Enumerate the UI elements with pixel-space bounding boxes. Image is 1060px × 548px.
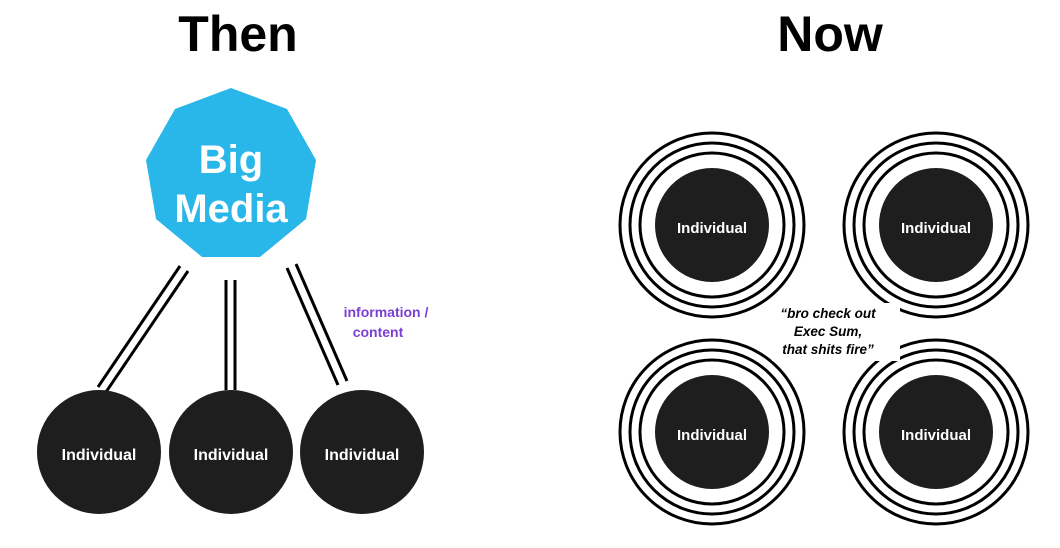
inner-ring: [862, 358, 1010, 506]
now-individual-4: Individual: [842, 338, 1030, 526]
then-title: Then: [178, 6, 298, 62]
edge-label-line1: information /: [344, 304, 429, 320]
big-media-line1: Big: [199, 138, 263, 182]
individual-label: Individual: [677, 427, 747, 444]
individual-label: Individual: [901, 220, 971, 237]
now-individual-1: Individual: [618, 131, 806, 319]
individual-circle: [879, 375, 993, 489]
inner-ring: [862, 151, 1010, 299]
outer-ring: [618, 131, 806, 319]
individual-label: Individual: [325, 447, 400, 464]
middle-ring: [852, 141, 1020, 309]
outer-ring: [842, 131, 1030, 319]
then-individual-1: Individual: [37, 390, 161, 514]
individual-circle: [655, 375, 769, 489]
middle-ring: [852, 348, 1020, 516]
word-of-mouth-quote: “bro check out Exec Sum, that shits fire…: [772, 303, 900, 361]
inner-ring: [638, 151, 786, 299]
big-media-line2: Media: [174, 187, 288, 231]
quote-line1: “bro check out: [780, 306, 876, 321]
individual-label: Individual: [677, 220, 747, 237]
now-individual-3: Individual: [618, 338, 806, 526]
individual-circle: [879, 168, 993, 282]
middle-ring: [628, 141, 796, 309]
connector-right: [285, 263, 349, 386]
then-individual-2: Individual: [169, 390, 293, 514]
outer-ring: [618, 338, 806, 526]
now-individual-2: Individual: [842, 131, 1030, 319]
individual-circle: [300, 390, 424, 514]
individual-label: Individual: [62, 447, 137, 464]
quote-line3: that shits fire”: [782, 342, 874, 357]
edge-label-line2: content: [353, 324, 404, 340]
information-content-label: information / content: [344, 304, 429, 340]
quote-line2: Exec Sum,: [794, 324, 862, 339]
quote-backdrop: [772, 303, 900, 361]
individual-label: Individual: [194, 447, 269, 464]
connector-left: [96, 265, 190, 393]
individual-circle: [169, 390, 293, 514]
connector-middle: [224, 280, 237, 390]
outer-ring: [842, 338, 1030, 526]
inner-ring: [638, 358, 786, 506]
now-title: Now: [777, 6, 883, 62]
individual-circle: [655, 168, 769, 282]
then-connectors: [96, 263, 349, 393]
individual-circle: [37, 390, 161, 514]
individual-label: Individual: [901, 427, 971, 444]
big-media-hub: Big Media: [146, 88, 316, 257]
big-media-shape: [146, 88, 316, 257]
middle-ring: [628, 348, 796, 516]
then-individual-3: Individual: [300, 390, 424, 514]
